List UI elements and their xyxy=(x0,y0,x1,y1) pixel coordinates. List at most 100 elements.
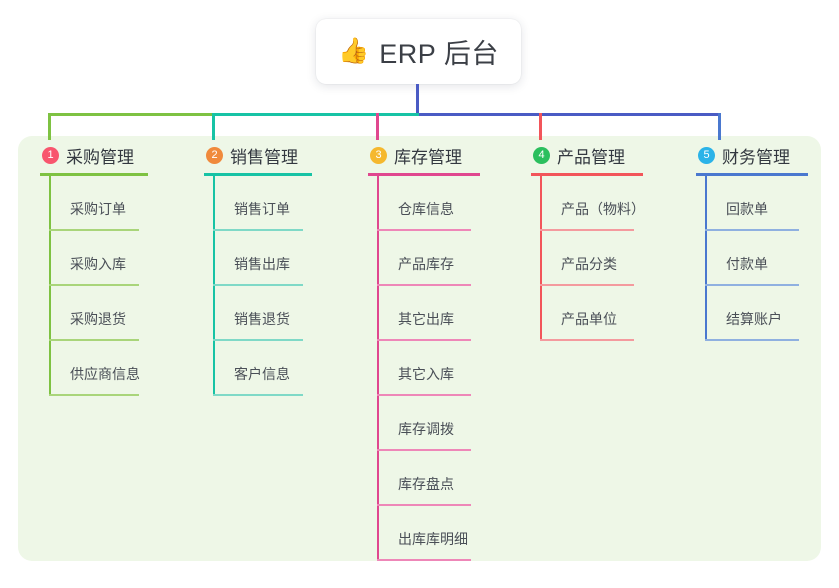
branch-title-5: 财务管理 xyxy=(722,147,790,167)
branch-header-2[interactable]: 2 销售管理 xyxy=(204,143,312,167)
branch-spine-4 xyxy=(540,176,542,341)
menu-item[interactable]: 销售出库 xyxy=(204,231,312,286)
menu-item-label: 采购入库 xyxy=(70,256,126,272)
root-node-title: ERP 后台 xyxy=(379,39,499,69)
menu-item-label: 产品分类 xyxy=(561,256,617,272)
branch-header-5[interactable]: 5 财务管理 xyxy=(696,143,808,167)
connector-drop-1 xyxy=(48,113,51,140)
menu-item[interactable]: 其它出库 xyxy=(368,286,480,341)
menu-item[interactable]: 库存调拨 xyxy=(368,396,480,451)
menu-item-rule xyxy=(705,229,799,231)
connector-drop-5 xyxy=(718,113,721,140)
branch-number-badge-1: 1 xyxy=(42,146,59,164)
branch-number-badge-3: 3 xyxy=(370,146,387,164)
menu-item-label: 结算账户 xyxy=(726,311,782,327)
menu-item-label: 产品库存 xyxy=(398,256,454,272)
menu-item[interactable]: 销售退货 xyxy=(204,286,312,341)
menu-item-rule xyxy=(377,504,471,506)
menu-item-rule xyxy=(49,339,139,341)
menu-item[interactable]: 仓库信息 xyxy=(368,176,480,231)
branch-title-3: 库存管理 xyxy=(394,147,462,167)
branch-number-badge-2: 2 xyxy=(206,146,223,164)
menu-item[interactable]: 采购退货 xyxy=(40,286,148,341)
branch-items-4: 产品（物料） 产品分类产品单位 xyxy=(531,176,645,341)
menu-item-rule xyxy=(213,394,303,396)
connector-bus-segment-3 xyxy=(419,113,720,116)
menu-item-label: 付款单 xyxy=(726,256,768,272)
menu-item-rule xyxy=(377,559,471,561)
root-node-erp-backend[interactable]: 👍 ERP 后台 xyxy=(316,19,521,84)
connector-drop-2 xyxy=(212,113,215,140)
menu-item[interactable]: 付款单 xyxy=(696,231,808,286)
connector-bus-segment-1 xyxy=(48,113,212,116)
menu-item[interactable]: 产品库存 xyxy=(368,231,480,286)
branch-rule-3 xyxy=(368,173,480,176)
menu-item-rule xyxy=(705,284,799,286)
menu-item-rule xyxy=(213,339,303,341)
menu-item[interactable]: 供应商信息 xyxy=(40,341,148,396)
branch-items-2: 销售订单销售出库销售退货客户信息 xyxy=(204,176,312,396)
menu-item-label: 仓库信息 xyxy=(398,201,454,217)
menu-item[interactable]: 结算账户 xyxy=(696,286,808,341)
menu-item[interactable]: 产品分类 xyxy=(531,231,643,286)
menu-item-label: 库存盘点 xyxy=(398,476,454,492)
connector-drop-4 xyxy=(539,113,542,140)
menu-item-rule xyxy=(49,394,139,396)
menu-item[interactable]: 采购入库 xyxy=(40,231,148,286)
branch-items-1: 采购订单采购入库采购退货供应商信息 xyxy=(40,176,148,396)
menu-item-rule xyxy=(540,284,634,286)
branch-header-3[interactable]: 3 库存管理 xyxy=(368,143,480,167)
root-node-content: 👍 ERP 后台 xyxy=(338,32,499,71)
branch-spine-2 xyxy=(213,176,215,396)
menu-item[interactable]: 库存盘点 xyxy=(368,451,480,506)
branch-rule-1 xyxy=(40,173,148,176)
connector-root-stem xyxy=(416,84,419,116)
menu-item-label: 采购退货 xyxy=(70,311,126,327)
thumbs-up-icon: 👍 xyxy=(338,37,370,65)
menu-item-label: 销售退货 xyxy=(234,311,290,327)
menu-item-label: 其它入库 xyxy=(398,366,454,382)
menu-item-rule xyxy=(540,339,634,341)
menu-item[interactable]: 产品（物料） xyxy=(531,176,645,231)
menu-item[interactable]: 产品单位 xyxy=(531,286,643,341)
menu-item[interactable]: 销售订单 xyxy=(204,176,312,231)
menu-item[interactable]: 出库库明细 xyxy=(368,506,480,561)
branch-spine-5 xyxy=(705,176,707,341)
branch-number-badge-5: 5 xyxy=(698,146,715,164)
branch-spine-3 xyxy=(377,176,379,561)
menu-item-rule xyxy=(540,229,634,231)
branch-rule-5 xyxy=(696,173,808,176)
connector-bus-segment-2 xyxy=(212,113,419,116)
connector-drop-3 xyxy=(376,113,379,140)
branch-title-2: 销售管理 xyxy=(230,147,298,167)
branch-header-4[interactable]: 4 产品管理 xyxy=(531,143,643,167)
menu-item-label: 库存调拨 xyxy=(398,421,454,437)
branch-column-3: 3 库存管理仓库信息产品库存其它出库其它入库库存调拨库存盘点出库库明细 xyxy=(368,143,480,561)
branch-column-5: 5 财务管理回款单付款单结算账户 xyxy=(696,143,808,341)
menu-item[interactable]: 回款单 xyxy=(696,176,808,231)
menu-item-rule xyxy=(49,229,139,231)
menu-item-rule xyxy=(377,229,471,231)
menu-item-rule xyxy=(377,284,471,286)
menu-item[interactable]: 客户信息 xyxy=(204,341,312,396)
menu-item[interactable]: 其它入库 xyxy=(368,341,480,396)
menu-item-rule xyxy=(213,229,303,231)
branch-spine-1 xyxy=(49,176,51,396)
menu-item-label: 销售出库 xyxy=(234,256,290,272)
branch-items-5: 回款单付款单结算账户 xyxy=(696,176,808,341)
branch-number-badge-4: 4 xyxy=(533,146,550,164)
menu-item-label: 供应商信息 xyxy=(70,366,140,382)
menu-item-label: 客户信息 xyxy=(234,366,290,382)
branch-rule-4 xyxy=(531,173,643,176)
branch-column-2: 2 销售管理销售订单销售出库销售退货客户信息 xyxy=(204,143,312,396)
diagram-panel xyxy=(18,136,821,561)
menu-item[interactable]: 采购订单 xyxy=(40,176,148,231)
menu-item-label: 产品单位 xyxy=(561,311,617,327)
menu-item-label: 回款单 xyxy=(726,201,768,217)
menu-item-label: 出库库明细 xyxy=(398,531,468,547)
branch-items-3: 仓库信息产品库存其它出库其它入库库存调拨库存盘点出库库明细 xyxy=(368,176,480,561)
branch-title-4: 产品管理 xyxy=(557,147,625,167)
